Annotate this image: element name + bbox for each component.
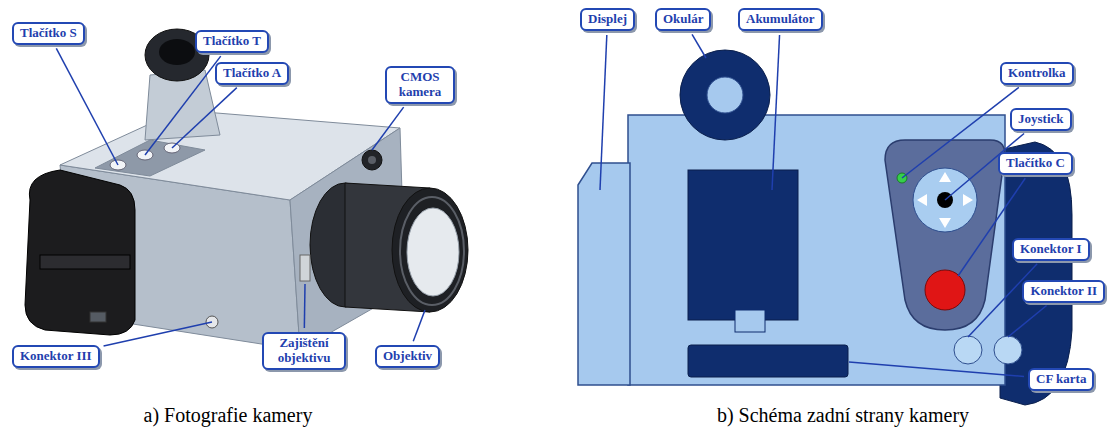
leader-line (145, 56, 221, 155)
lens-lock (300, 255, 310, 281)
callout-box: Konektor II (1022, 280, 1105, 303)
callout-box: Displej (580, 8, 635, 31)
callout-label: Tlačítko S (20, 26, 77, 41)
callout-box: Okulár (655, 8, 711, 31)
leader-line (692, 34, 706, 58)
battery-tab (735, 310, 765, 332)
leader-line (56, 48, 118, 165)
callout-label: CMOS kamera (393, 70, 447, 100)
hand-strap (25, 170, 135, 335)
eyepiece (680, 50, 770, 140)
button-c (925, 270, 965, 310)
callout-label: Konektor I (1020, 242, 1082, 257)
strap-buckle (40, 255, 130, 269)
callout-label: Tlačítko C (1006, 156, 1065, 171)
cmos-lens (368, 156, 376, 164)
callout-label: Konektor III (20, 349, 92, 364)
leader-line (958, 178, 1025, 276)
callout-box: Tlačítko T (195, 30, 269, 53)
leader-line (1008, 305, 1047, 337)
leader-line (172, 88, 237, 148)
callout-label: Displej (588, 12, 627, 27)
leader-line (600, 35, 607, 190)
camera-body (628, 115, 1005, 385)
callout-label: Akumulátor (746, 12, 815, 27)
callout-label: Tlačítko A (223, 66, 281, 81)
leader-line (304, 284, 306, 328)
arrow-left (917, 194, 927, 206)
sub-caption: a) Fotografie kamery (144, 404, 313, 427)
arrow-up (939, 172, 951, 182)
callout-box: Tlačítko A (215, 62, 289, 85)
arrow-down (939, 218, 951, 228)
battery (688, 170, 798, 320)
callout-label: Tlačítko T (203, 34, 261, 49)
callout-box: Joystick (1010, 108, 1072, 131)
lens-front (392, 188, 468, 312)
callout-label: Zajištění objektivu (270, 336, 338, 366)
display-panel (578, 163, 630, 385)
lens-glass (407, 208, 459, 296)
callout-label: Kontrolka (1008, 66, 1066, 81)
callout-label: Joystick (1018, 112, 1064, 127)
callout-label: Okulár (663, 12, 703, 27)
callout-box: Zajištění objektivu (262, 332, 346, 370)
callout-box: Akumulátor (738, 8, 823, 31)
leader-line (372, 107, 404, 150)
callout-label: Konektor II (1030, 284, 1097, 299)
leader-line (413, 310, 425, 341)
camera-foot (90, 312, 106, 322)
cmos-camera (362, 150, 382, 170)
button-strip (95, 140, 205, 176)
cf-card-slot (688, 345, 848, 377)
callout-box: Kontrolka (1000, 62, 1074, 85)
callout-box: Tlačítko S (12, 22, 85, 45)
leader-line (849, 362, 1024, 376)
callout-label: Objektiv (383, 349, 432, 364)
callout-box: CF karta (1028, 368, 1094, 391)
lens-ring (400, 197, 464, 305)
connector-i (954, 336, 982, 364)
leader-line (104, 322, 212, 346)
hand-grip (1000, 142, 1072, 405)
arrow-right (963, 194, 973, 206)
callout-box: Konektor III (12, 345, 100, 368)
callout-box: Tlačítko C (998, 152, 1073, 175)
camera-back-schema (578, 50, 1072, 405)
callout-box: CMOS kamera (385, 66, 455, 104)
connector-ii (994, 336, 1022, 364)
camera-photo (25, 29, 468, 355)
callout-box: Konektor I (1012, 238, 1090, 261)
leader-line (772, 35, 780, 190)
callout-label: CF karta (1036, 372, 1086, 387)
callout-box: Objektiv (375, 345, 440, 368)
eyepiece-hole (159, 39, 195, 65)
sub-caption: b) Schéma zadní strany kamery (717, 404, 969, 427)
eyepiece-glass (707, 77, 743, 113)
